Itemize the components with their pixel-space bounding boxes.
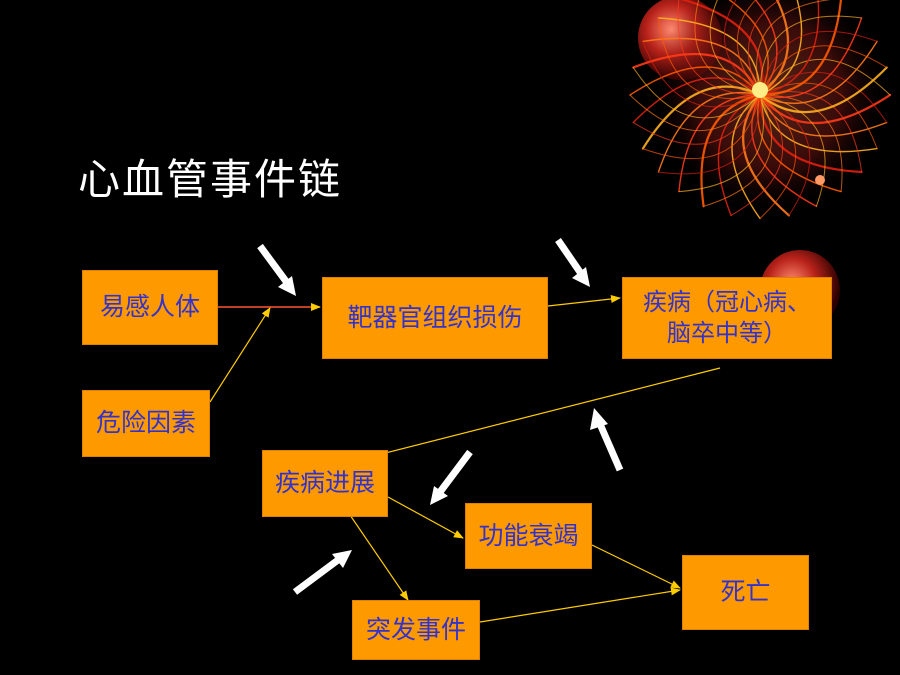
white-arrow-icon — [437, 449, 473, 495]
sphere-wire — [758, 66, 888, 114]
sphere-wire — [759, 30, 878, 96]
sphere-wire — [758, 93, 892, 124]
sphere-wire — [758, 0, 843, 97]
sphere-wire — [759, 17, 863, 99]
sphere-wire — [759, 0, 803, 96]
sphere-wire — [747, 0, 781, 96]
arrow-disease-to-progression — [337, 367, 721, 467]
sphere-spark — [815, 175, 825, 185]
sphere-wire — [754, 0, 778, 96]
page-title: 心血管事件链 — [78, 155, 343, 204]
sphere-wire — [724, 0, 761, 96]
sphere-wire — [759, 15, 863, 96]
sphere-wire — [642, 94, 761, 160]
sphere-wire — [742, 93, 790, 217]
sphere-wire — [694, 0, 761, 96]
white-arrow-icon — [292, 557, 341, 595]
arrow-progression-to-event — [349, 514, 409, 601]
sphere-wire — [736, 0, 761, 96]
sphere-wire — [717, 94, 761, 217]
node-acute-event: 突发事件 — [352, 600, 480, 660]
sphere-wire — [632, 94, 761, 145]
sphere-wire — [632, 77, 761, 124]
node-risk-factors: 危险因素 — [82, 390, 210, 457]
arrow-failure-to-death — [591, 544, 681, 589]
sphere-wire — [758, 93, 863, 174]
sphere-wire — [629, 66, 761, 96]
sphere-wire — [759, 94, 888, 137]
sphere-wire — [759, 45, 888, 96]
intervention-arrows — [257, 238, 624, 595]
sphere-wire — [678, 94, 761, 193]
arrow-risk-to-damage — [209, 307, 271, 403]
sphere-wire — [680, 0, 764, 97]
sphere-wire — [731, 94, 761, 220]
white-arrowhead-icon — [590, 408, 608, 430]
sphere-wire — [632, 67, 761, 119]
node-organ-damage: 靶器官组织损伤 — [322, 277, 548, 359]
sphere-wire — [759, 94, 843, 193]
white-arrowhead-icon — [430, 486, 448, 505]
sphere-wire — [758, 0, 789, 97]
arrow-damage-to-disease — [547, 295, 621, 307]
sphere-wire — [678, 94, 764, 193]
sphere-wire — [629, 94, 761, 132]
sphere-wire — [657, 17, 761, 96]
white-arrowhead-icon — [278, 276, 296, 296]
node-disease: 疾病（冠心病、 脑卒中等） — [622, 277, 832, 359]
sphere-wire — [641, 85, 762, 150]
arrow-progression-to-failure — [387, 496, 464, 539]
sphere-wire — [657, 91, 761, 173]
sphere-center-spark — [752, 82, 768, 98]
arrow-event-to-death — [479, 587, 681, 623]
sphere-wire — [759, 94, 878, 153]
white-arrow-icon — [555, 238, 585, 277]
sphere-wire — [759, 40, 878, 104]
sphere-wire — [759, 94, 796, 219]
sphere-wire — [709, 0, 761, 96]
sphere-wire — [728, 0, 769, 96]
sphere-wire — [657, 94, 761, 175]
sphere-wire — [642, 37, 761, 96]
sphere-wire — [756, 0, 832, 96]
node-death: 死亡 — [682, 555, 809, 630]
white-arrowhead-icon — [332, 550, 352, 568]
sphere-wire — [730, 94, 784, 216]
sphere-wire — [677, 0, 761, 96]
sphere-wire — [657, 17, 761, 100]
sphere-wire — [700, 93, 762, 208]
node-susceptible: 易感人体 — [82, 270, 218, 345]
sphere-wire — [759, 0, 820, 96]
white-arrow-icon — [257, 243, 291, 287]
sphere-wire — [759, 94, 826, 207]
white-arrowhead-icon — [572, 267, 590, 287]
sphere-wire — [751, 94, 818, 207]
sphere-glow — [650, 0, 890, 215]
node-progression: 疾病进展 — [262, 450, 388, 517]
white-arrow-icon — [596, 422, 624, 472]
sphere-wire — [759, 82, 878, 150]
sphere-wire — [759, 71, 888, 123]
sphere-wire — [642, 40, 761, 108]
node-failure: 功能衰竭 — [465, 503, 592, 569]
sphere-wire — [703, 94, 773, 207]
sphere-wire — [632, 52, 762, 97]
